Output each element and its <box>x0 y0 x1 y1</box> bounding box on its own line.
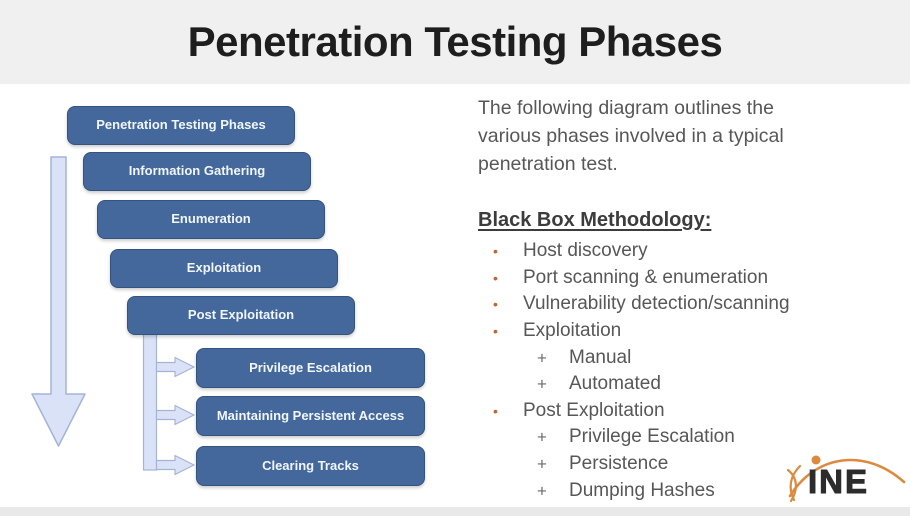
list-item-label: Post Exploitation <box>523 399 665 421</box>
branch-arrow-icon <box>155 454 195 476</box>
branch-arrow-icon <box>155 356 195 378</box>
list-item: + Dumping Hashes <box>478 477 908 504</box>
list-item-label: Dumping Hashes <box>569 479 715 501</box>
intro-line: various phases involved in a typical <box>478 125 784 147</box>
list-item-label: Privilege Escalation <box>569 426 735 448</box>
list-item: • Vulnerability detection/scanning <box>478 291 908 318</box>
list-item-label: Vulnerability detection/scanning <box>523 293 790 315</box>
phase-box-post-exploitation: Post Exploitation <box>127 296 355 335</box>
phase-box-information-gathering: Information Gathering <box>83 152 311 191</box>
phase-box-maintaining-persistent-access: Maintaining Persistent Access <box>196 396 425 436</box>
list-item: + Persistence <box>478 451 908 478</box>
logo-dot-icon <box>811 455 821 465</box>
intro-line: penetration test. <box>478 153 618 175</box>
phase-box-exploitation: Exploitation <box>110 249 338 288</box>
phase-box-clearing-tracks: Clearing Tracks <box>196 446 425 486</box>
intro-paragraph: The following diagram outlines the vario… <box>478 94 784 178</box>
list-item-label: Persistence <box>569 453 669 475</box>
bullet-icon: • <box>493 323 498 340</box>
list-item: • Exploitation <box>478 318 908 345</box>
down-arrow-icon <box>31 156 86 447</box>
plus-icon: + <box>537 454 547 474</box>
list-item-label: Port scanning & enumeration <box>523 266 769 288</box>
list-item-label: Automated <box>569 373 661 395</box>
list-item: + Privilege Escalation <box>478 424 908 451</box>
list-item-label: Host discovery <box>523 240 648 262</box>
list-item: + Manual <box>478 344 908 371</box>
branch-connector <box>142 332 158 471</box>
plus-icon: + <box>537 374 547 394</box>
list-item: • Post Exploitation <box>478 398 908 425</box>
slide-header: Penetration Testing Phases <box>0 0 910 84</box>
logo-figure-icon <box>786 468 797 503</box>
phase-box-enumeration: Enumeration <box>97 200 325 239</box>
phase-box-privilege-escalation: Privilege Escalation <box>196 348 425 388</box>
bullet-icon: • <box>493 296 498 313</box>
list-item: • Port scanning & enumeration <box>478 265 908 292</box>
bullet-icon: • <box>493 269 498 286</box>
bullet-icon: • <box>493 402 498 419</box>
list-item: • Host discovery <box>478 238 908 265</box>
methodology-list: • Host discovery • Port scanning & enume… <box>478 238 908 504</box>
plus-icon: + <box>537 427 547 447</box>
plus-icon: + <box>537 348 547 368</box>
branch-arrow-icon <box>155 404 195 426</box>
list-item: + Automated <box>478 371 908 398</box>
slide-title: Penetration Testing Phases <box>187 18 723 65</box>
bullet-icon: • <box>493 243 498 260</box>
logo-arc-icon <box>788 458 906 498</box>
list-item-label: Manual <box>569 346 632 368</box>
ine-logo: INE <box>786 455 906 503</box>
intro-line: The following diagram outlines the <box>478 97 774 119</box>
plus-icon: + <box>537 481 547 501</box>
bottom-strip <box>0 507 910 516</box>
logo-text: INE <box>808 463 869 500</box>
methodology-heading: Black Box Methodology: <box>478 209 712 231</box>
phase-box-penetration-testing-phases: Penetration Testing Phases <box>67 106 295 145</box>
list-item-label: Exploitation <box>523 320 622 342</box>
